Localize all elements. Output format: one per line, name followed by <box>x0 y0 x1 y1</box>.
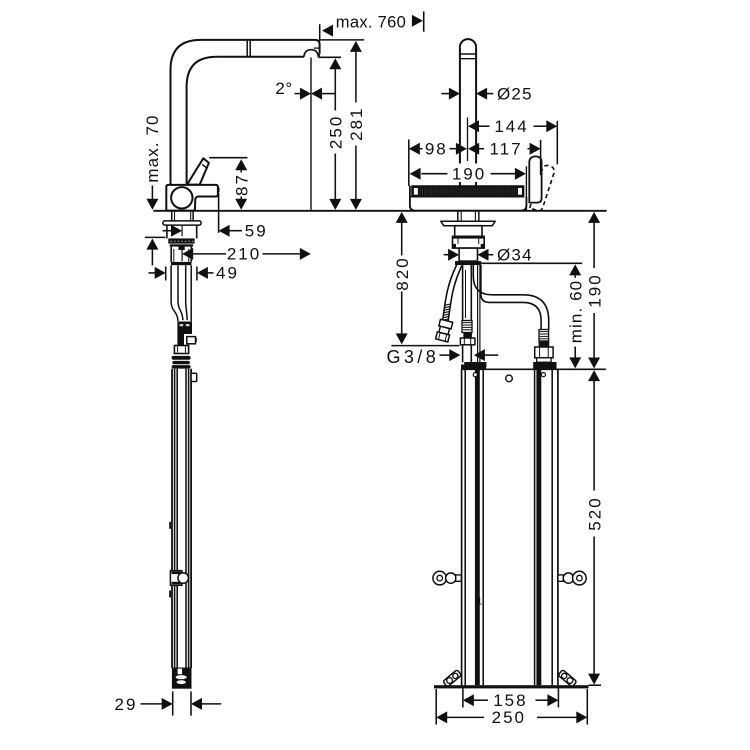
svg-text:min. 60: min. 60 <box>567 280 586 343</box>
svg-text:max. 760: max. 760 <box>336 13 406 31</box>
svg-text:1: 1 <box>477 597 483 608</box>
svg-text:820: 820 <box>393 256 412 290</box>
svg-text:2°: 2° <box>275 79 292 98</box>
svg-text:190: 190 <box>585 273 604 307</box>
svg-text:87: 87 <box>233 173 252 196</box>
svg-text:29: 29 <box>115 695 138 714</box>
svg-text:281: 281 <box>347 107 366 141</box>
svg-text:210: 210 <box>227 245 261 264</box>
svg-text:Ø34: Ø34 <box>497 246 533 265</box>
svg-text:59: 59 <box>245 221 268 240</box>
svg-text:250: 250 <box>327 115 346 149</box>
svg-text:G3/8: G3/8 <box>387 347 440 367</box>
svg-text:98: 98 <box>425 139 448 158</box>
svg-text:190: 190 <box>452 165 486 184</box>
svg-text:49: 49 <box>216 264 239 283</box>
svg-text:158: 158 <box>493 691 527 710</box>
svg-text:144: 144 <box>494 117 528 136</box>
svg-text:max. 70: max. 70 <box>143 114 162 182</box>
svg-text:Ø25: Ø25 <box>497 84 533 103</box>
svg-text:250: 250 <box>492 708 526 727</box>
svg-text:117: 117 <box>489 139 522 158</box>
svg-text:520: 520 <box>585 496 604 530</box>
